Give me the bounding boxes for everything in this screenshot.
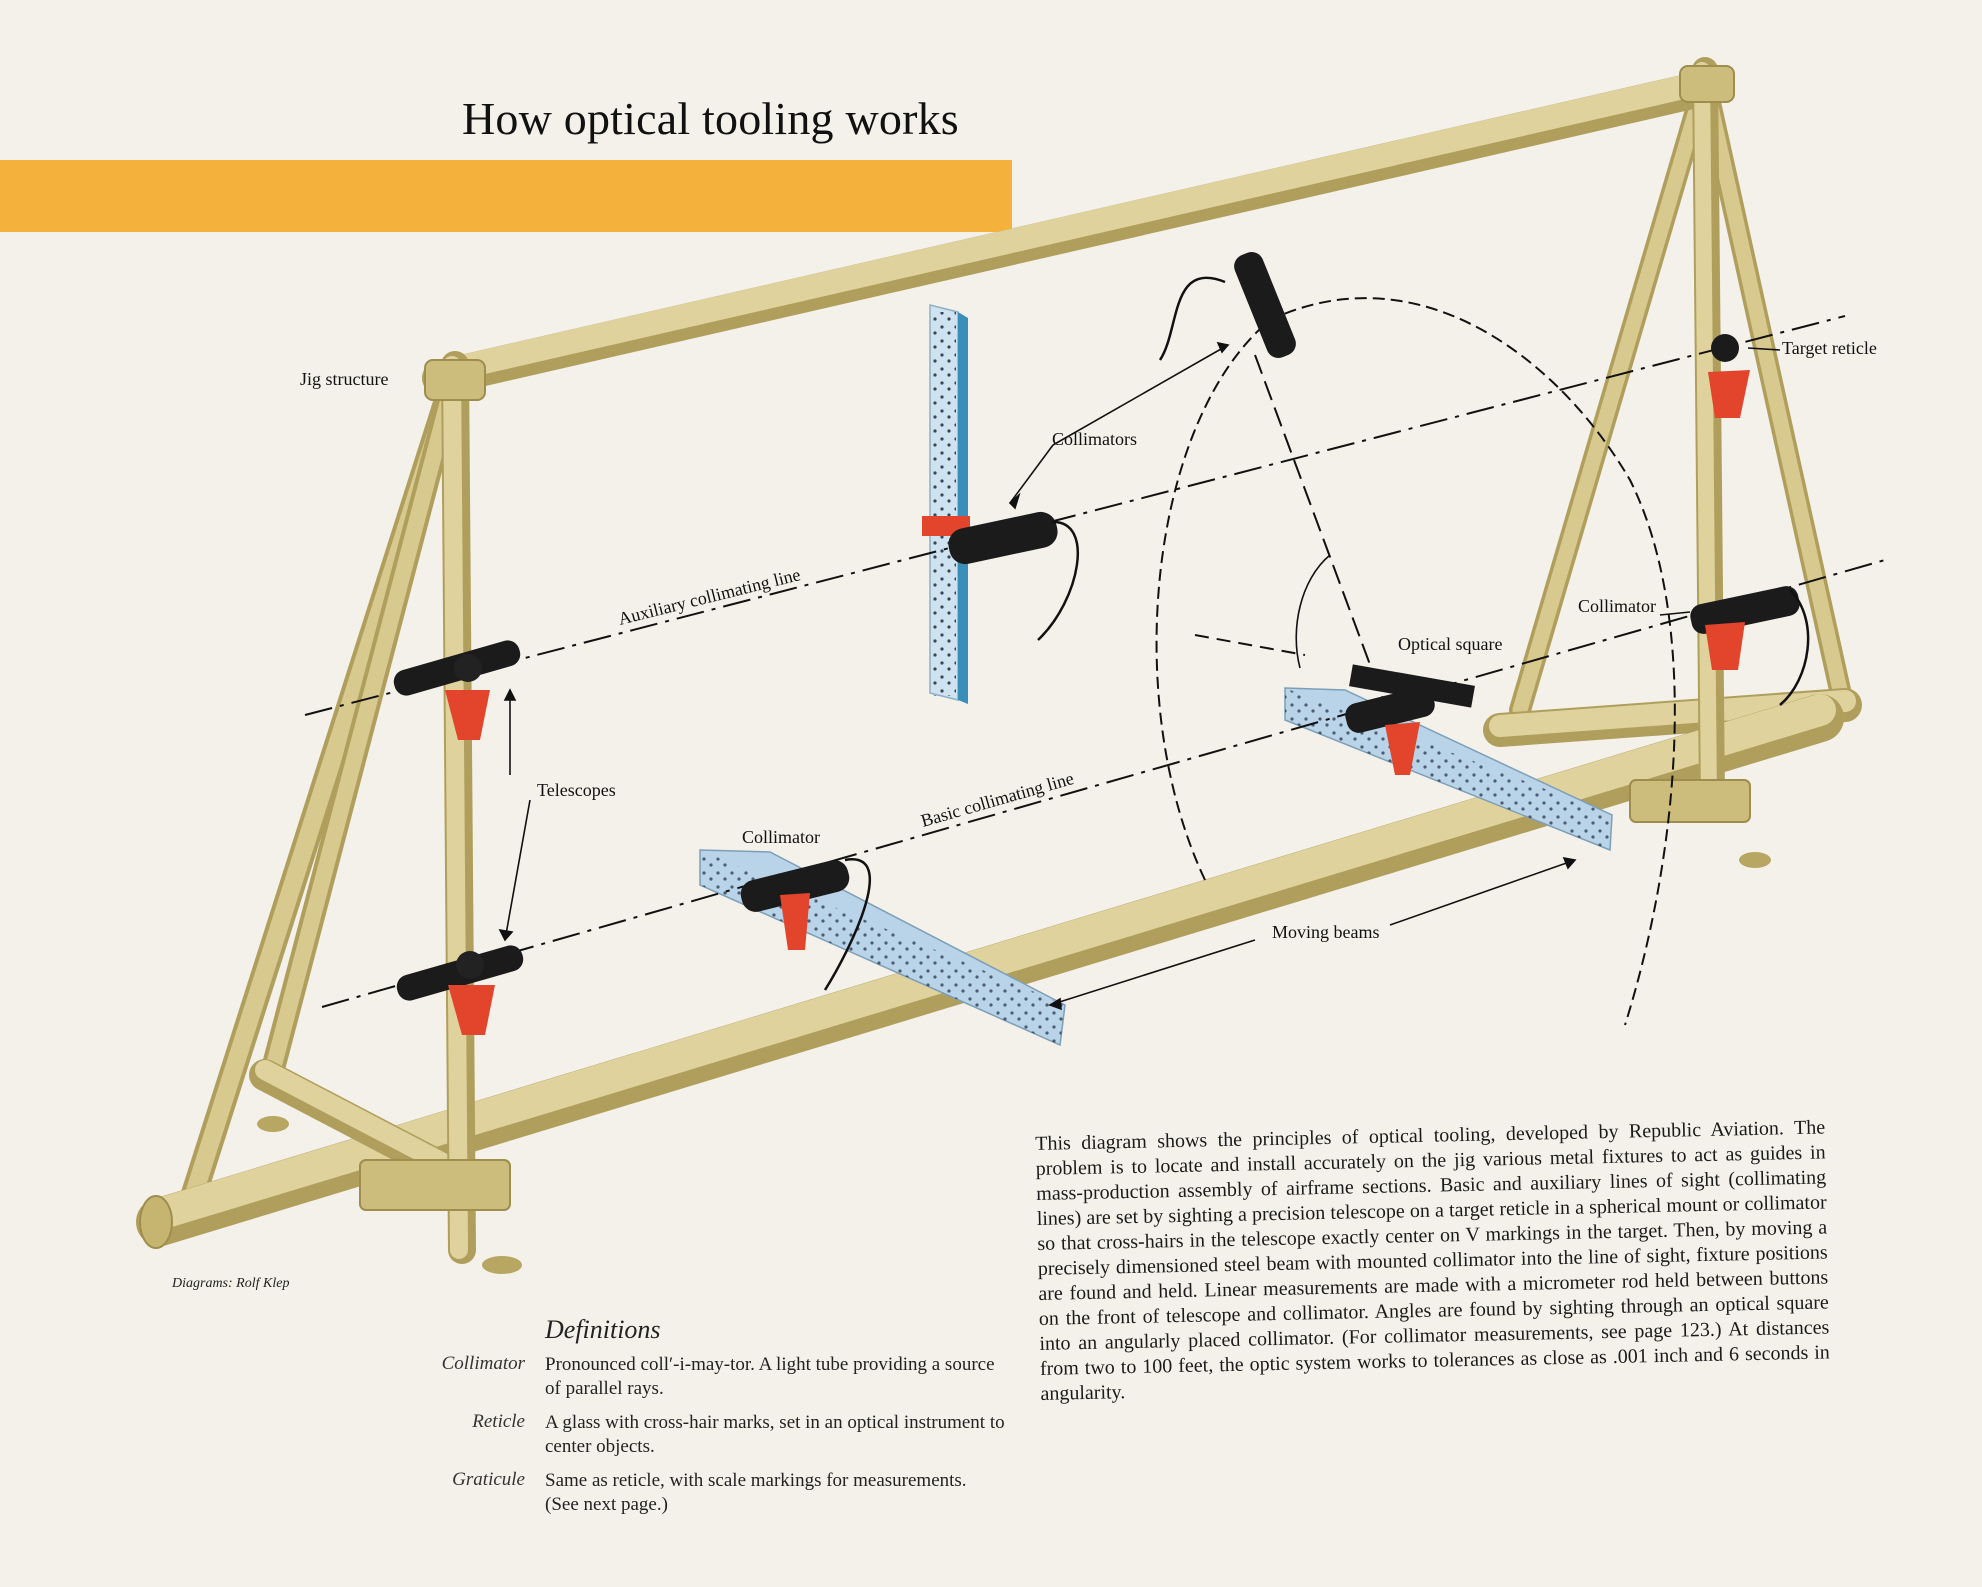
- diagram-description: This diagram shows the principles of opt…: [1035, 1116, 1831, 1405]
- upper-collimator: [1158, 252, 1296, 361]
- jig-structure: [136, 57, 1862, 1274]
- right-collimator: [1690, 586, 1810, 706]
- label-collimator-right: Collimator: [1578, 596, 1656, 616]
- label-pointers: [498, 341, 1781, 1011]
- label-collimators: Collimators: [1052, 429, 1137, 449]
- definition-text: Pronounced coll′-i-may-tor. A light tube…: [545, 1354, 995, 1399]
- definition-item: Graticule Same as reticle, with scale ma…: [395, 1469, 1005, 1517]
- definition-item: Collimator Pronounced coll′-i-may-tor. A…: [395, 1353, 1005, 1401]
- label-telescopes: Telescopes: [537, 780, 616, 800]
- definition-item: Reticle A glass with cross-hair marks, s…: [395, 1411, 1005, 1459]
- optical-square-sight-line: [1254, 354, 1386, 706]
- definitions-panel: Definitions Collimator Pronounced coll′-…: [395, 1315, 1005, 1527]
- basic-collimating-line: [321, 559, 1886, 1008]
- definition-term: Reticle: [472, 1411, 525, 1432]
- definition-term: Graticule: [452, 1469, 525, 1490]
- diagram-credit: Diagrams: Rolf Klep: [172, 1276, 290, 1291]
- label-moving-beams: Moving beams: [1272, 922, 1380, 942]
- upper-telescope: [393, 640, 521, 740]
- collimating-lines: [304, 297, 1886, 1026]
- vertical-beam-collimator: [922, 511, 1080, 641]
- title-accent-bar: [0, 160, 1012, 232]
- target-reticle: [1708, 334, 1750, 418]
- label-jig-structure: Jig structure: [300, 369, 388, 389]
- definition-text: Same as reticle, with scale markings for…: [545, 1470, 967, 1515]
- auxiliary-collimating-line: [304, 315, 1846, 716]
- definitions-heading: Definitions: [545, 1315, 661, 1344]
- page-title: How optical tooling works: [462, 93, 959, 144]
- label-auxiliary-collimating-line: Auxiliary collimating line: [616, 564, 802, 629]
- definition-term: Collimator: [441, 1353, 525, 1374]
- label-collimator-front: Collimator: [742, 827, 820, 847]
- lower-telescope: [396, 945, 524, 1035]
- optical-square: [1345, 664, 1475, 775]
- front-beam-collimator: [740, 858, 872, 991]
- angular-arc: [1155, 297, 1676, 1026]
- label-optical-square: Optical square: [1398, 634, 1502, 654]
- vertical-beam: [929, 304, 968, 704]
- definition-text: A glass with cross-hair marks, set in an…: [545, 1412, 1005, 1457]
- label-basic-collimating-line: Basic collimating line: [919, 768, 1076, 831]
- label-target-reticle: Target reticle: [1782, 338, 1877, 358]
